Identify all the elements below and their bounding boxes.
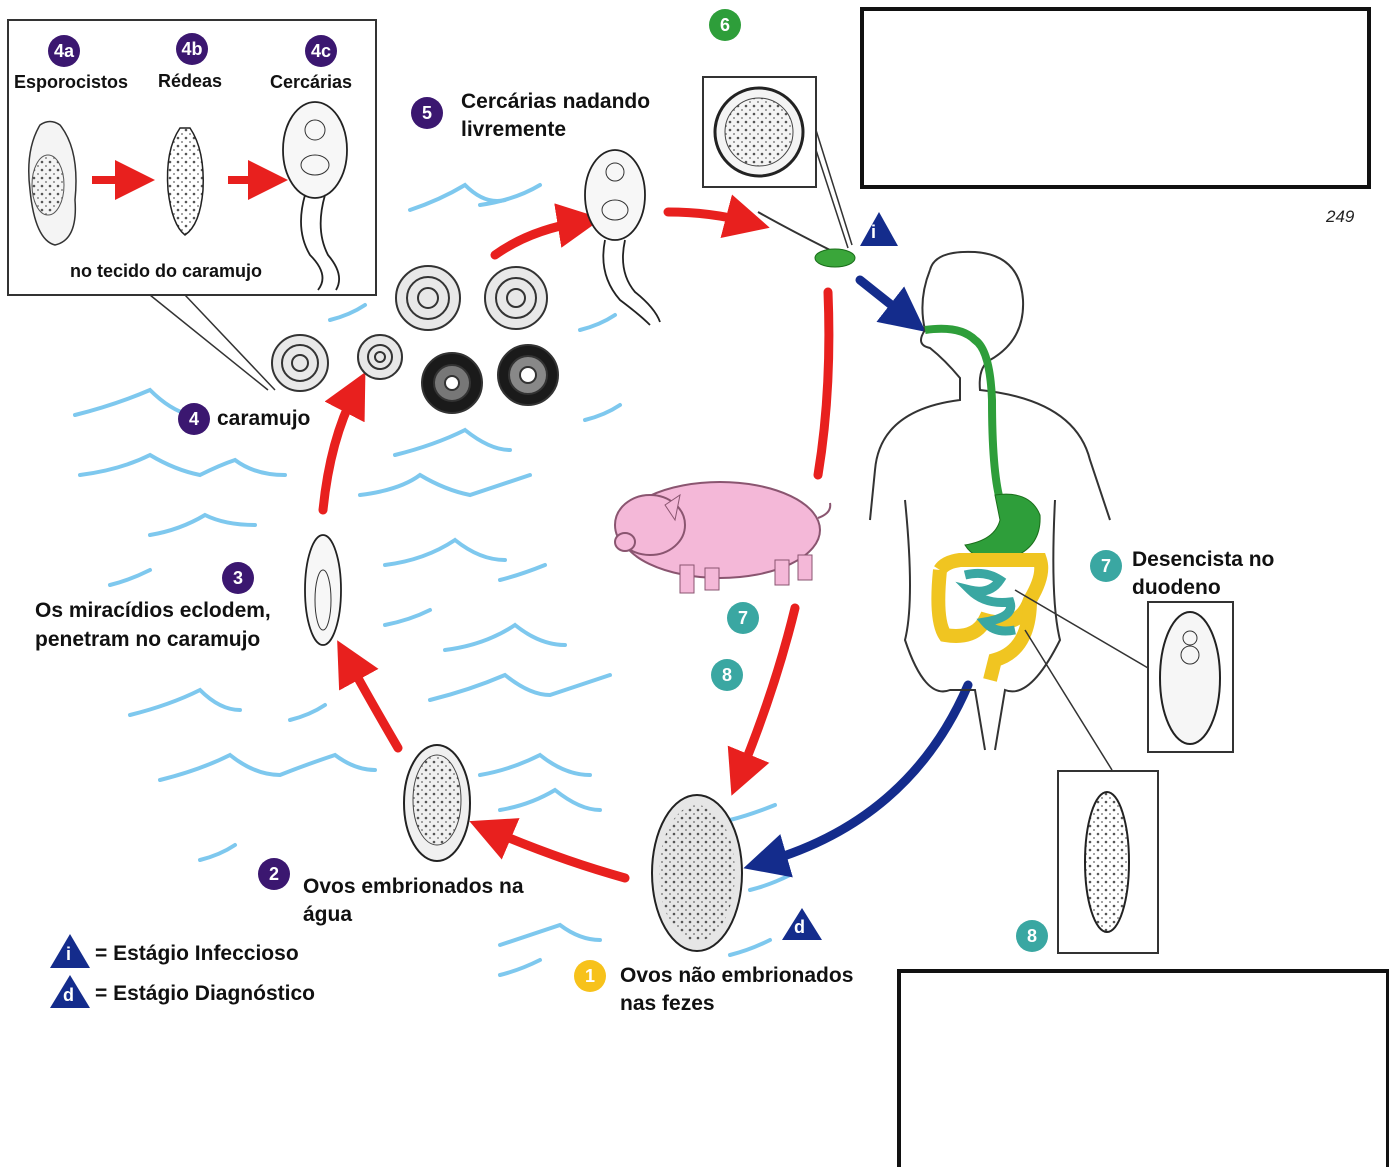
- label-stage-3-line1: Os miracídios eclodem,: [35, 597, 271, 625]
- badge-7-mid: 7: [727, 602, 759, 634]
- badge-7-right: 7: [1090, 550, 1122, 582]
- blank-answer-box-top: [860, 7, 1371, 189]
- badge-6: 6: [709, 9, 741, 41]
- badge-1: 1: [574, 960, 606, 992]
- label-stage-5-line2: livremente: [461, 116, 566, 144]
- label-stage-5-line1: Cercárias nadando: [461, 88, 650, 116]
- digestive-tract-drawing: [925, 329, 1041, 680]
- label-stage-7-line1: Desencista no: [1132, 546, 1274, 574]
- pig-drawing: [615, 482, 830, 593]
- badge-2: 2: [258, 858, 290, 890]
- legend-diagnostic-label: = Estágio Diagnóstico: [95, 980, 315, 1008]
- label-esporocistos: Esporocistos: [14, 70, 128, 94]
- legend-infective-label: = Estágio Infeccioso: [95, 940, 299, 968]
- badge-4c: 4c: [305, 35, 337, 67]
- infective-marker-letter: i: [871, 220, 876, 244]
- label-stage-4: caramujo: [217, 405, 310, 433]
- diagnostic-marker-letter: d: [794, 915, 805, 939]
- badge-4b: 4b: [176, 33, 208, 65]
- badge-3: 3: [222, 562, 254, 594]
- badge-5: 5: [411, 97, 443, 129]
- page-number: 249: [1326, 207, 1354, 227]
- label-stage-2-line2: água: [303, 901, 352, 929]
- label-stage-7-line2: duodeno: [1132, 574, 1221, 602]
- label-cercarias: Cercárias: [270, 70, 352, 94]
- legend-diagnostic-symbol: d: [63, 983, 74, 1007]
- label-stage-3-line2: penetram no caramujo: [35, 626, 260, 654]
- label-stage-2-line1: Ovos embrionados na: [303, 873, 524, 901]
- label-snail-tissue: no tecido do caramujo: [70, 259, 262, 283]
- unembryonated-egg-drawing: [652, 795, 742, 951]
- infective-stage-marker: [860, 212, 898, 246]
- badge-4a: 4a: [48, 35, 80, 67]
- embryonated-egg-drawing: [404, 745, 470, 861]
- legend-infective-symbol: i: [66, 942, 71, 966]
- label-stage-1-line1: Ovos não embrionados: [620, 962, 853, 990]
- badge-8-right: 8: [1016, 920, 1048, 952]
- badge-8-mid: 8: [711, 659, 743, 691]
- label-stage-1-line2: nas fezes: [620, 990, 715, 1018]
- plant-sprig-drawing: [758, 212, 855, 267]
- badge-4: 4: [178, 403, 210, 435]
- label-redeas: Rédeas: [158, 69, 222, 93]
- blank-answer-box-bottom: [897, 969, 1389, 1167]
- free-swimming-cercaria-drawing: [585, 150, 660, 325]
- miracidium-drawing: [305, 535, 341, 645]
